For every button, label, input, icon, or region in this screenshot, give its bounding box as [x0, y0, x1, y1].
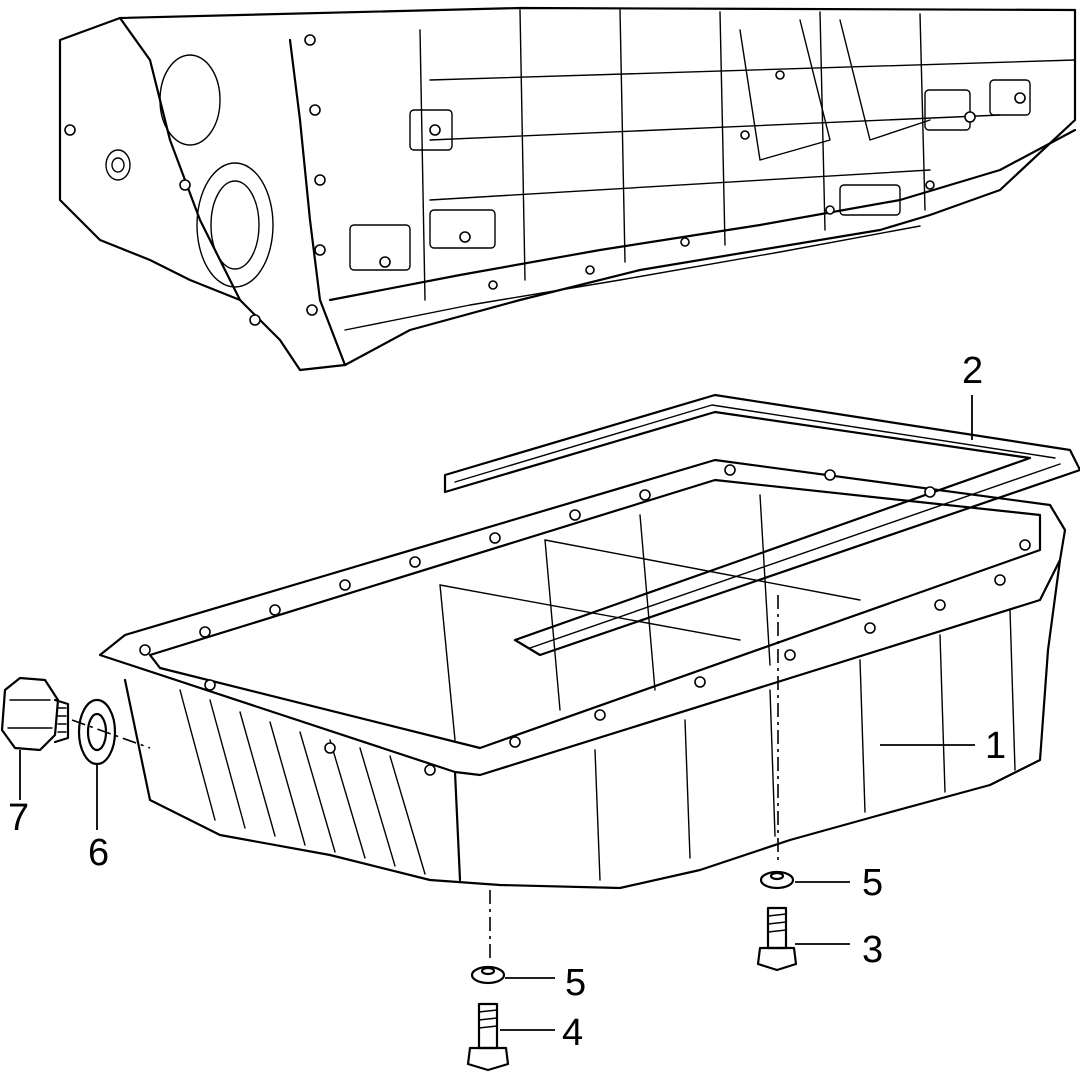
- callout-drain-plug: 7: [8, 797, 29, 839]
- callout-gasket: 2: [962, 350, 983, 392]
- engine-block: [58, 6, 1077, 372]
- callout-washer-right: 5: [862, 862, 883, 904]
- assembly-axis-lines: [71, 595, 779, 960]
- leader-lines: [19, 395, 975, 1031]
- bolt-long: [756, 906, 798, 972]
- bolt-short: [466, 1002, 510, 1072]
- oil-pan: [98, 458, 1067, 890]
- washer-left: [470, 965, 506, 985]
- callout-oil-pan: 1: [985, 725, 1006, 767]
- callout-bolt-short: 4: [562, 1012, 583, 1054]
- washer-right: [759, 870, 795, 890]
- callout-washer-left: 5: [565, 962, 586, 1004]
- drain-plug: [0, 676, 70, 752]
- seal-ring: [77, 698, 117, 766]
- oil-pan-gasket: [443, 393, 1080, 657]
- callout-seal-ring: 6: [88, 832, 109, 874]
- callout-bolt-long: 3: [862, 929, 883, 971]
